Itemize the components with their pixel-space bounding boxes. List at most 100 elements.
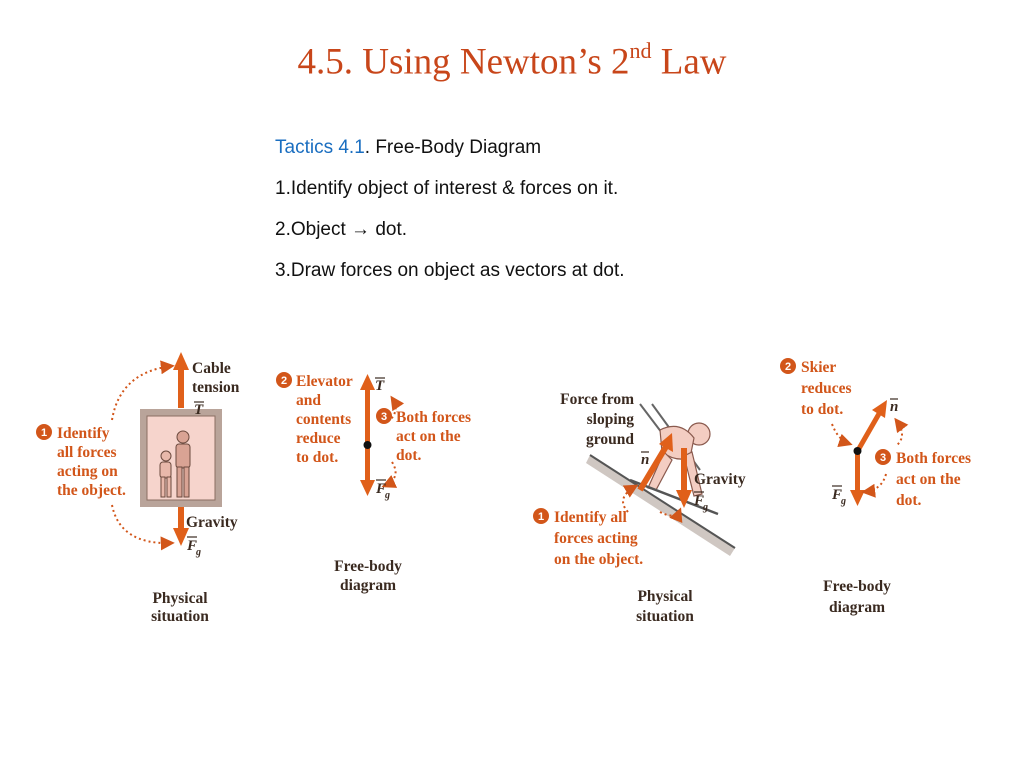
caption-skier-fbd-2: diagram [829,599,885,616]
elevator-label-2: and [296,392,321,409]
elevator-label-4: reduce [296,430,341,447]
tactics-step-3: 3.Draw forces on object as vectors at do… [275,260,625,281]
step-1-number: 1 [41,427,47,439]
skier-gravity-symbol: F [693,493,704,509]
title-main: 4.5. Using Newton’s 2 [297,41,630,83]
skier-fbd-arc-reduce [831,423,853,448]
skier-gravity-shaft [681,448,687,492]
identify-label-3: acting on [57,463,118,480]
tension-arrow-shaft [178,368,184,408]
step-3-badge [376,408,392,424]
title-tail: Law [651,41,727,83]
elevator-label-1: Elevator [296,373,353,390]
fbd-gravity-shaft [365,446,370,482]
fbd-dot [363,441,372,449]
caption-skier-physical-2: situation [636,608,694,625]
skier-physical-situation: Force from sloping ground n Gravity F g … [533,391,746,625]
both-forces-label-1: Both forces [396,409,471,426]
tactics-link[interactable]: Tactics 4.1 [275,137,365,158]
cable-tension-label-1: Cable [192,360,231,377]
elevator-label-5: to dot. [296,449,338,466]
cable-tension-label-2: tension [192,379,240,396]
skier-fbd-arc-down [861,473,887,498]
right-arrow-icon: → [351,219,371,240]
skier-gravity-label: Gravity [694,471,746,488]
skier-both-forces-label-1: Both forces [896,450,971,467]
person-adult-icon [175,430,191,498]
identify-label-1: Identify [57,425,110,442]
step-2-number: 2 [281,375,287,387]
identify-label-2: all forces [57,444,117,461]
skier-step-3-number: 3 [880,452,886,464]
gravity-label: Gravity [186,514,238,531]
title-superscript: nd [629,38,652,63]
skier-both-forces-label-2: act on the [896,471,961,488]
caption-physical-2: situation [151,608,209,625]
skier-fbd-normal-symbol: n [890,399,898,415]
caption-skier-fbd-1: Free-body [823,578,891,595]
step2-text-a: 2.Object [275,219,352,240]
skier-fbd-gravity-sub: g [840,496,846,507]
skier-gravity-head [676,490,692,508]
skier-identify-label-2: forces acting [554,530,638,547]
force-ground-label-3: ground [586,431,634,448]
step2-text-b: dot. [370,219,408,240]
gravity-arrow-shaft [178,507,184,531]
fbd-gravity-symbol: F [375,481,386,497]
skier-step-3-badge [875,449,891,465]
tactics-step-2: 2.Object → dot. [275,220,625,261]
skier-reduce-label-3: to dot. [801,401,843,418]
skier-step-2-number: 2 [785,361,791,373]
step-1-badge [36,424,52,440]
skier-fbd-gravity-symbol: F [831,487,842,503]
identify-arc-down [111,504,175,551]
skier-identify-label-3: on the object. [554,551,643,568]
slope-line [589,454,736,549]
tension-vector-symbol: T [194,402,204,418]
elevator-free-body-diagram: 2 Elevator and contents reduce to dot. T… [276,372,471,594]
step-3-number: 3 [381,411,387,423]
skier-fbd-normal-head [872,400,887,418]
elevator-label-3: contents [296,411,351,428]
normal-force-shaft [637,443,670,492]
slide-title: 4.5. Using Newton’s 2nd Law [0,38,1024,83]
tactics-heading: Tactics 4.1. Free-Body Diagram [275,138,625,179]
caption-physical-1: Physical [152,590,208,607]
skier-fbd-gravity-shaft [855,452,860,492]
gravity-arrow-head [173,528,189,546]
tactics-list: Tactics 4.1. Free-Body Diagram 1.Identif… [275,138,625,302]
skier-free-body-diagram: 2 Skier reduces to dot. n 3 Both forces … [780,358,971,616]
caption-fbd-2: diagram [340,577,396,594]
person-child-icon [159,450,172,498]
skier-identify-label-1: Identify all [554,509,627,526]
gravity-vector-sub: g [195,547,201,558]
identify-label-4: the object. [57,482,126,499]
skier-gravity-sub: g [702,502,708,513]
force-ground-label-1: Force from [560,391,634,408]
skier-identify-arc-2 [659,507,683,524]
skier-step-1-number: 1 [538,511,544,523]
fbd-gravity-sub: g [384,490,390,501]
both-forces-label-3: dot. [396,447,422,464]
skier-fbd-normal-shaft [854,410,883,454]
fbd-tension-shaft [365,388,370,444]
skier-step-1-badge [533,508,549,524]
skier-fbd-arc-up [894,417,909,447]
tactics-step-1: 1.Identify object of interest & forces o… [275,178,619,199]
caption-fbd-1: Free-body [334,558,402,575]
skier-both-forces-label-3: dot. [896,492,922,509]
fbd-tension-symbol: T [375,378,385,394]
skier-fbd-gravity-head [850,490,865,506]
normal-force-head [659,433,673,452]
skier-reduce-label-2: reduces [801,380,852,397]
step-2-badge [276,372,292,388]
tactics-heading-text: . Free-Body Diagram [364,137,542,158]
both-forces-label-2: act on the [396,428,461,445]
fbd-tension-head [360,374,375,390]
skier-step-2-badge [780,358,796,374]
tension-arrow-head [173,352,189,370]
fbd-gravity-head [360,480,375,496]
skier-fbd-dot [853,447,862,455]
gravity-vector-symbol: F [186,538,197,554]
